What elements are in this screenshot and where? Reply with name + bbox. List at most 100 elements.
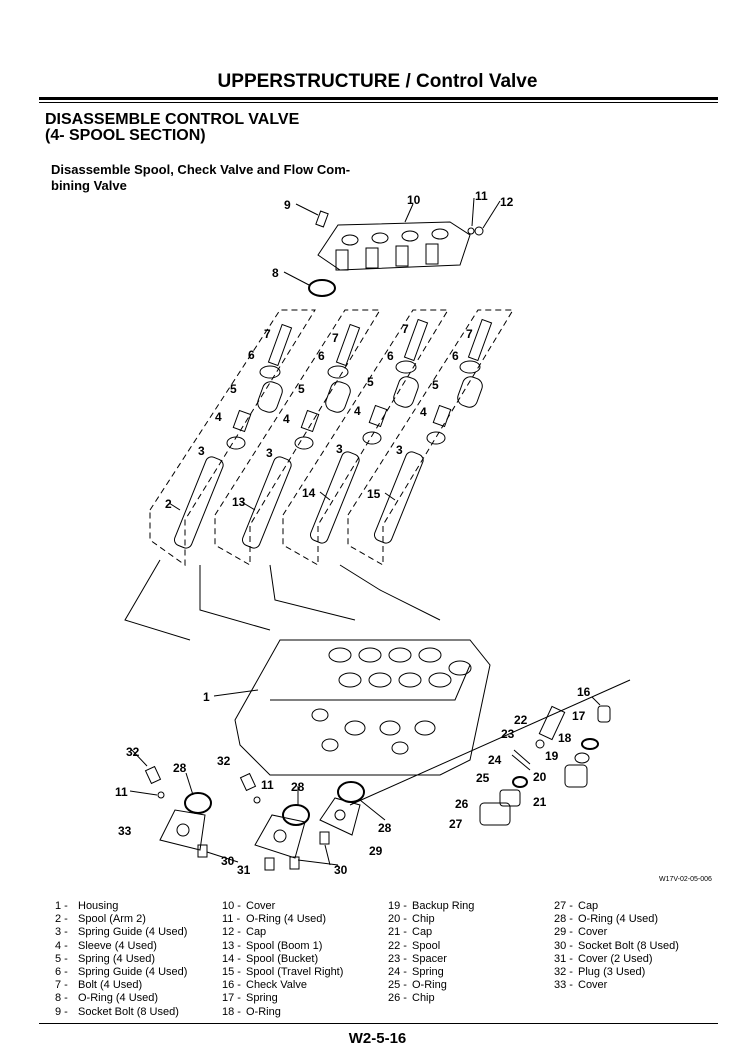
legend-item: 11 -O-Ring (4 Used)	[222, 913, 327, 926]
legend-item: 19 -Backup Ring	[388, 900, 475, 912]
callout: 30	[334, 863, 348, 877]
callout: 10	[407, 193, 421, 207]
routing-lines	[349, 679, 631, 806]
callout: 28	[173, 761, 187, 775]
callout: 3	[198, 444, 205, 458]
legend-item: 18 -O-Ring	[222, 1005, 281, 1018]
legend-column-1: 1 -Housing 2 -Spool (Arm 2) 3 -Spring Gu…	[55, 900, 187, 1019]
housing-part	[234, 639, 491, 776]
footer-rule	[39, 1023, 718, 1024]
callout: 23	[501, 727, 515, 741]
callout: 4	[420, 405, 427, 419]
legend-item: 21 -Cap	[388, 926, 433, 939]
routing-lines	[124, 559, 441, 641]
callout: 18	[558, 731, 572, 745]
callout: 7	[332, 331, 339, 345]
subsection-title: Disassemble Spool, Check Valve and Flow …	[51, 162, 351, 193]
callout: 20	[533, 770, 547, 784]
legend-item: 15 -Spool (Travel Right)	[222, 966, 344, 979]
callout: 11	[475, 189, 488, 203]
spool-envelopes	[149, 309, 514, 566]
callout: 17	[572, 709, 586, 723]
callout: 11	[115, 785, 128, 799]
callout: 5	[230, 382, 237, 396]
callout: 16	[577, 685, 591, 699]
legend-item: 10 -Cover	[222, 900, 276, 912]
legend-item: 16 -Check Valve	[222, 979, 307, 992]
cap-part	[474, 226, 484, 236]
legend-column-4: 27 -Cap 28 -O-Ring (4 Used) 29 -Cover 30…	[554, 900, 679, 992]
legend-item: 12 -Cap	[222, 926, 267, 939]
legend-item: 14 -Spool (Bucket)	[222, 952, 319, 965]
legend-item: 31 -Cover (2 Used)	[554, 952, 653, 965]
legend-item: 3 -Spring Guide (4 Used)	[55, 926, 188, 939]
section-title-line1: DISASSEMBLE CONTROL VALVE	[45, 111, 300, 128]
callout: 6	[452, 349, 459, 363]
legend-item: 2 -Spool (Arm 2)	[55, 913, 146, 926]
figure-code: W17V-02-05-006	[659, 876, 712, 883]
callout: 31	[237, 863, 251, 877]
callout: 13	[232, 495, 246, 509]
flow-combining-parts	[479, 705, 611, 826]
legend-item: 25 -O-Ring	[388, 979, 447, 992]
callout: 32	[126, 745, 140, 759]
callout: 11	[261, 778, 274, 792]
legend-item: 23 -Spacer	[388, 952, 447, 965]
callout: 3	[266, 446, 273, 460]
callout: 6	[387, 349, 394, 363]
callout-leaders	[129, 197, 601, 866]
legend-item: 29 -Cover	[554, 926, 608, 939]
callout: 8	[272, 266, 279, 280]
callout: 28	[291, 780, 305, 794]
cover-part	[317, 221, 471, 271]
section-title: DISASSEMBLE CONTROL VALVE (4- SPOOL SECT…	[45, 112, 299, 144]
legend-item: 30 -Socket Bolt (8 Used)	[554, 939, 679, 952]
callout: 7	[466, 327, 473, 341]
callout: 5	[432, 378, 439, 392]
callout: 33	[118, 824, 132, 838]
callout: 30	[221, 854, 235, 868]
callout: 15	[367, 487, 381, 501]
legend-item: 28 -O-Ring (4 Used)	[554, 913, 659, 926]
legend-column-3: 19 -Backup Ring 20 -Chip 21 -Cap 22 -Spo…	[388, 900, 474, 1006]
legend-item: 13 -Spool (Boom 1)	[222, 939, 323, 952]
legend-item: 5 -Spring (4 Used)	[55, 952, 156, 965]
callout: 26	[455, 797, 469, 811]
callout: 5	[367, 375, 374, 389]
callout: 2	[165, 497, 172, 511]
callout: 4	[354, 404, 361, 418]
legend-item: 17 -Spring	[222, 992, 278, 1005]
callout: 4	[215, 410, 222, 424]
callout: 9	[284, 198, 291, 212]
legend-item: 1 -Housing	[55, 900, 119, 912]
exploded-diagram: 9 10 11 12 8 7 7 7 7 6 6 6 6 5 5 5 5 4 4…	[115, 189, 631, 877]
callout: 7	[264, 327, 271, 341]
legend-item: 4 -Sleeve (4 Used)	[55, 939, 157, 952]
page-header-title: UPPERSTRUCTURE / Control Valve	[217, 71, 538, 92]
callout: 19	[545, 749, 559, 763]
legend-item: 22 -Spool	[388, 939, 441, 952]
legend-item: 6 -Spring Guide (4 Used)	[55, 966, 188, 979]
callout: 5	[298, 382, 305, 396]
callout: 12	[500, 195, 514, 209]
callout: 4	[283, 412, 290, 426]
callout: 28	[378, 821, 392, 835]
header-rule-thick	[39, 97, 718, 100]
callout: 24	[488, 753, 502, 767]
callout: 25	[476, 771, 490, 785]
callout-labels: 9 10 11 12 8 7 7 7 7 6 6 6 6 5 5 5 5 4 4…	[115, 189, 591, 877]
callout: 6	[318, 349, 325, 363]
legend-item: 32 -Plug (3 Used)	[554, 966, 646, 979]
callout: 32	[217, 754, 231, 768]
legend-item: 26 -Chip	[388, 992, 435, 1005]
callout: 21	[533, 795, 547, 809]
callout: 3	[396, 443, 403, 457]
legend-item: 33 -Cover	[554, 979, 608, 992]
callout: 27	[449, 817, 463, 831]
socket-bolt-part	[315, 210, 329, 228]
legend-item: 24 -Spring	[388, 966, 444, 979]
cover-plugs-parts	[144, 765, 365, 871]
callout: 1	[203, 690, 210, 704]
legend-column-2: 10 -Cover 11 -O-Ring (4 Used) 12 -Cap 13…	[222, 900, 343, 1019]
o-ring-part	[467, 227, 475, 235]
